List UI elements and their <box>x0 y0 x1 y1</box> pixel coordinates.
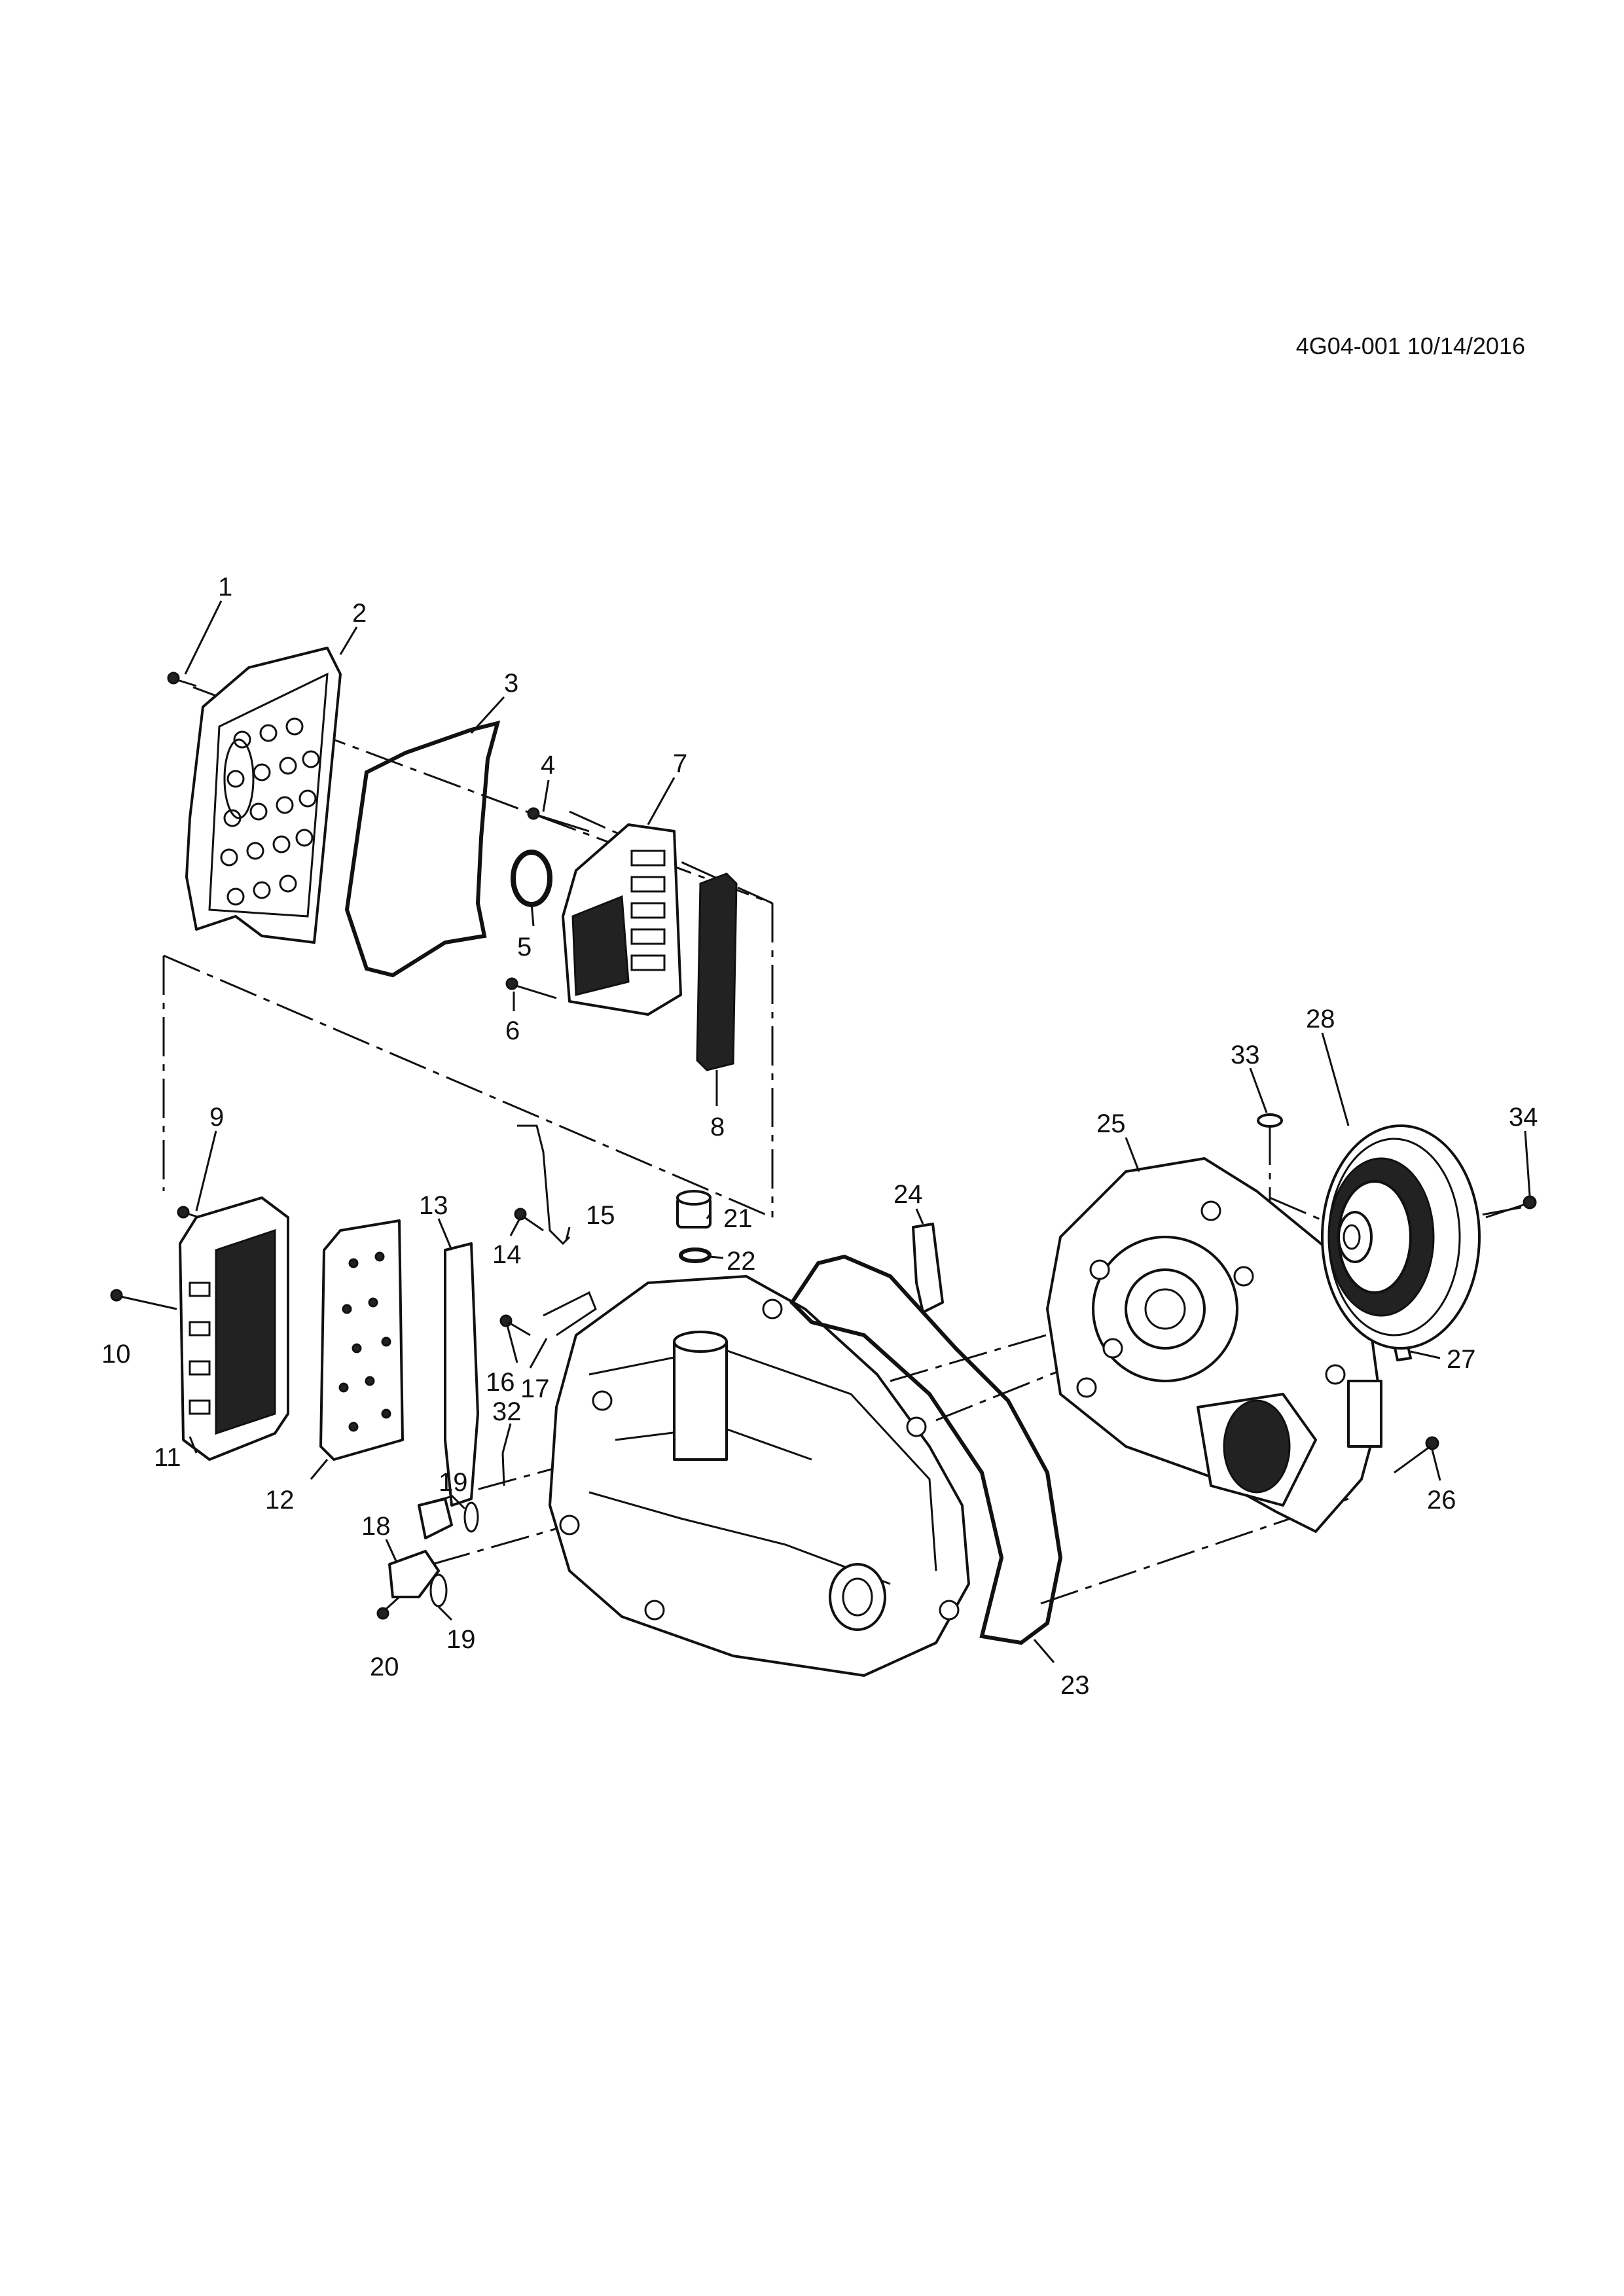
callout-28: 28 <box>1306 1005 1335 1033</box>
fill-cap-21 <box>676 1190 712 1229</box>
callout-7: 7 <box>673 749 687 778</box>
harness-bracket-17 <box>543 1291 597 1336</box>
valve-body-cover <box>185 647 342 944</box>
callout-4: 4 <box>541 751 555 780</box>
converter-housing-25 <box>1046 1157 1382 1533</box>
oil-pipe-13 <box>444 1242 479 1507</box>
bolt-20 <box>376 1596 401 1620</box>
callout-11: 11 <box>154 1443 181 1472</box>
callout-numbers: 1 2 3 4 5 6 7 8 9 10 11 12 13 14 15 16 1… <box>101 573 1538 1700</box>
torque-converter-28 <box>1321 1124 1481 1350</box>
lower-valve-body <box>179 1196 289 1461</box>
callout-20: 20 <box>370 1653 399 1681</box>
callout-17: 17 <box>520 1374 550 1403</box>
callout-26: 26 <box>1427 1486 1456 1515</box>
pin-32 <box>501 1452 505 1486</box>
speed-sensor-18 <box>388 1498 453 1598</box>
callout-8: 8 <box>710 1113 725 1141</box>
callout-21: 21 <box>723 1204 753 1233</box>
bolt-16 <box>499 1314 531 1336</box>
callout-18: 18 <box>361 1512 391 1541</box>
case-gasket-23 <box>789 1254 1063 1645</box>
callout-9: 9 <box>209 1103 224 1132</box>
callout-33: 33 <box>1231 1041 1260 1069</box>
bolt-34 <box>1485 1195 1537 1219</box>
callout-23: 23 <box>1060 1671 1090 1700</box>
bolt-4 <box>527 807 590 833</box>
callout-24: 24 <box>893 1180 923 1209</box>
callout-16: 16 <box>486 1368 515 1397</box>
callout-12: 12 <box>265 1486 295 1515</box>
o-ring-19-lower <box>429 1573 448 1607</box>
callout-2: 2 <box>352 599 367 628</box>
callout-3: 3 <box>504 669 518 698</box>
callout-25: 25 <box>1096 1109 1126 1138</box>
seal-22 <box>679 1247 712 1263</box>
speed-sensor-bracket-15 <box>517 1124 571 1246</box>
callout-5: 5 <box>517 933 532 961</box>
bracket-24 <box>912 1223 944 1314</box>
callout-6: 6 <box>505 1016 520 1045</box>
plug-33 <box>1257 1113 1283 1128</box>
callout-14: 14 <box>492 1240 522 1269</box>
callout-32: 32 <box>492 1397 522 1426</box>
callout-19-upper: 19 <box>439 1468 468 1497</box>
callout-15: 15 <box>586 1201 615 1230</box>
separator-plate-12 <box>319 1219 404 1461</box>
o-ring-19-upper <box>463 1501 479 1533</box>
control-valve-body <box>562 823 682 1016</box>
callout-22: 22 <box>727 1247 756 1276</box>
reference-code: 4G04-001 10/14/2016 <box>1295 332 1525 359</box>
callout-13: 13 <box>419 1191 448 1220</box>
callout-34: 34 <box>1509 1103 1538 1132</box>
spacer-plate-8 <box>696 872 738 1071</box>
cover-gasket <box>344 720 501 978</box>
bolt-26 <box>1394 1436 1439 1474</box>
bolt-6 <box>505 977 557 999</box>
callout-19-lower: 19 <box>446 1625 476 1654</box>
transmission-case <box>549 1275 970 1677</box>
callout-27: 27 <box>1447 1345 1476 1374</box>
bolt-10 <box>110 1289 177 1310</box>
bolt-1 <box>167 672 197 687</box>
callout-10: 10 <box>101 1340 131 1369</box>
callout-leaders <box>184 600 1531 1663</box>
seal-5 <box>511 850 552 907</box>
callout-1: 1 <box>218 573 232 601</box>
